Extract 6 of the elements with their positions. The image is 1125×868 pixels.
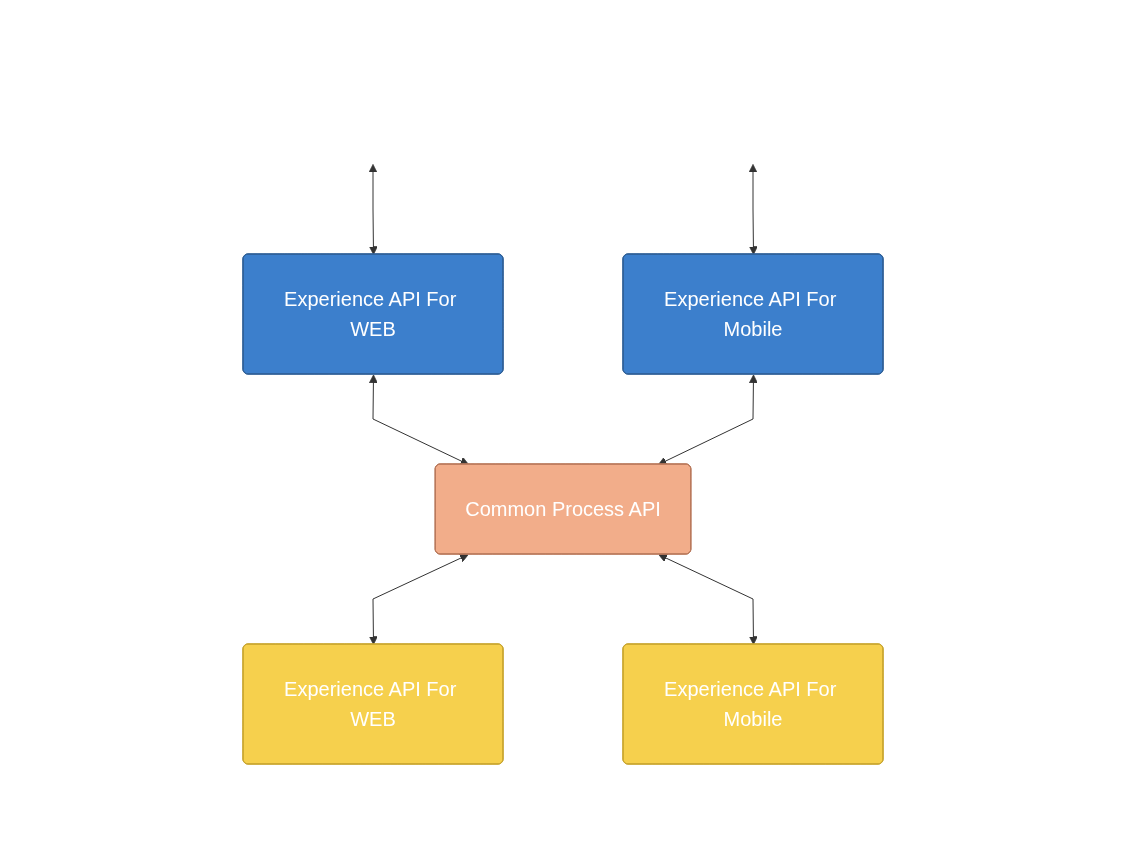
arrow xyxy=(368,554,469,645)
arrow xyxy=(657,374,758,466)
arrow xyxy=(368,374,469,466)
arrow xyxy=(748,164,758,255)
arrow xyxy=(368,164,378,255)
arrow xyxy=(657,554,758,645)
